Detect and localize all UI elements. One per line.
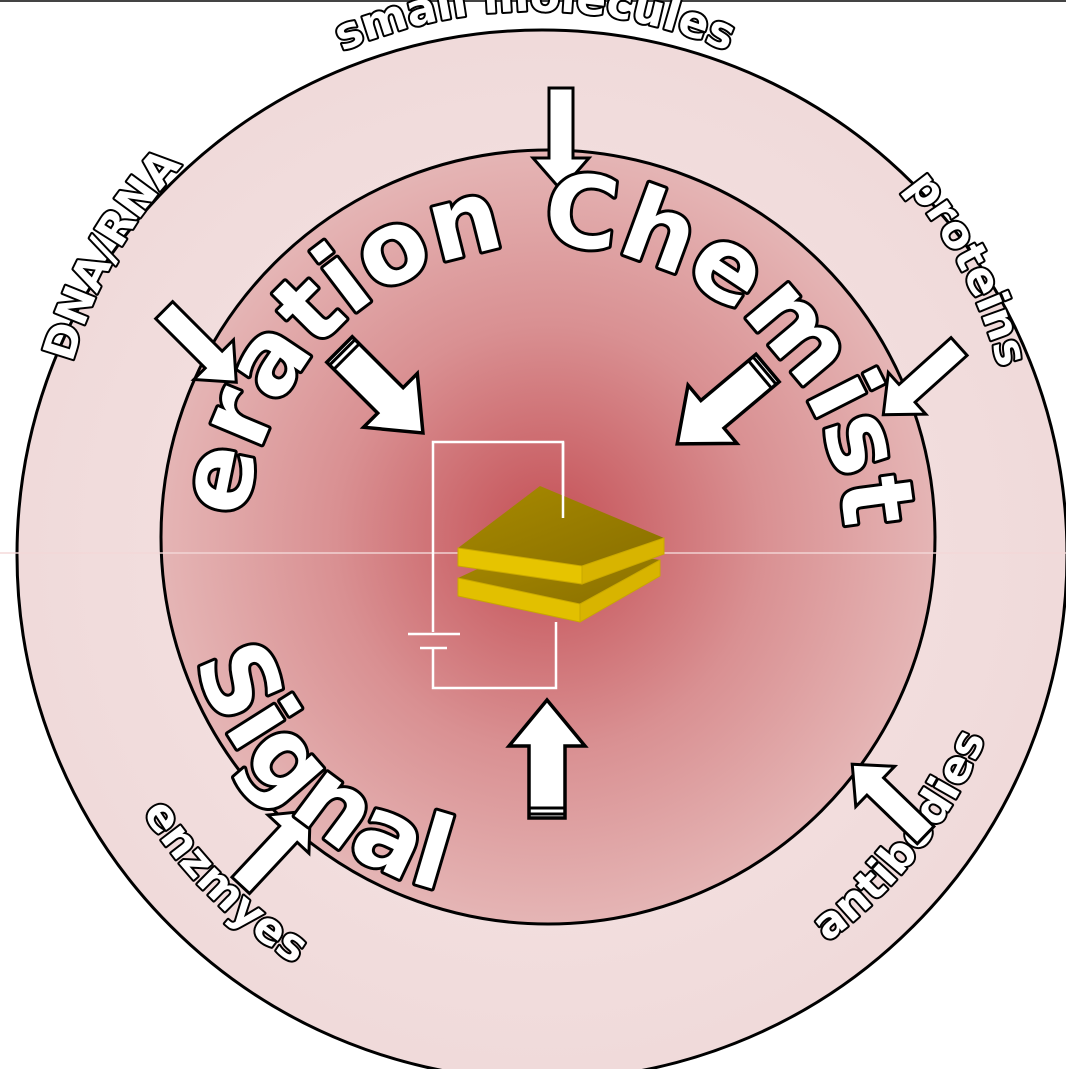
electrode-stack xyxy=(457,486,665,623)
top-border-line xyxy=(0,0,1066,2)
